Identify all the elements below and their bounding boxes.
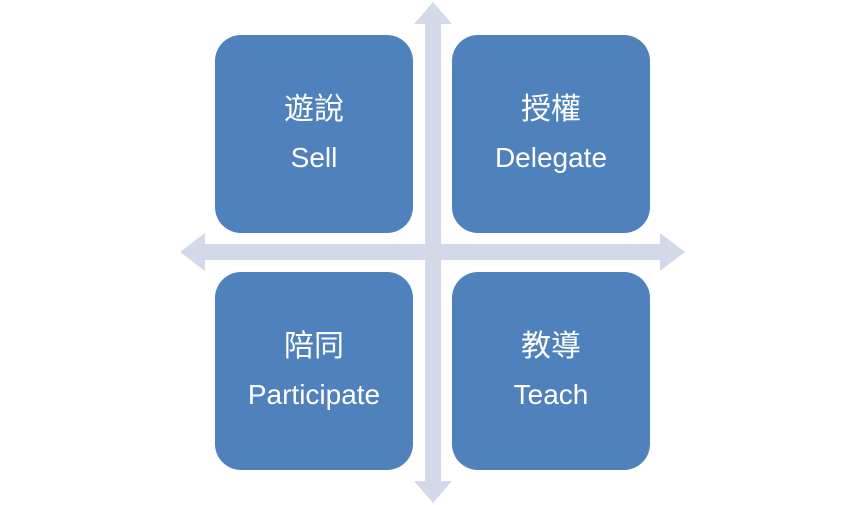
quadrant-sell-en-label: Sell — [290, 142, 338, 173]
quadrant-teach-zh-label: 教導 — [521, 329, 581, 364]
quadrant-participate-en-label: Participate — [247, 379, 381, 410]
quadrant-delegate-zh-label: 授權 — [521, 92, 581, 127]
horizontal-axis-arrow — [180, 233, 685, 271]
quadrant-sell-zh-label: 遊說 — [284, 92, 344, 127]
quadrant-participate: 陪同 Participate — [215, 272, 413, 470]
quadrant-teach-en-label: Teach — [513, 379, 589, 410]
quadrant-delegate-en-label: Delegate — [494, 142, 608, 173]
quadrant-delegate: 授權 Delegate — [452, 35, 650, 233]
quadrant-teach: 教導 Teach — [452, 272, 650, 470]
quadrant-sell: 遊說 Sell — [215, 35, 413, 233]
quadrant-participate-zh-label: 陪同 — [284, 329, 344, 364]
